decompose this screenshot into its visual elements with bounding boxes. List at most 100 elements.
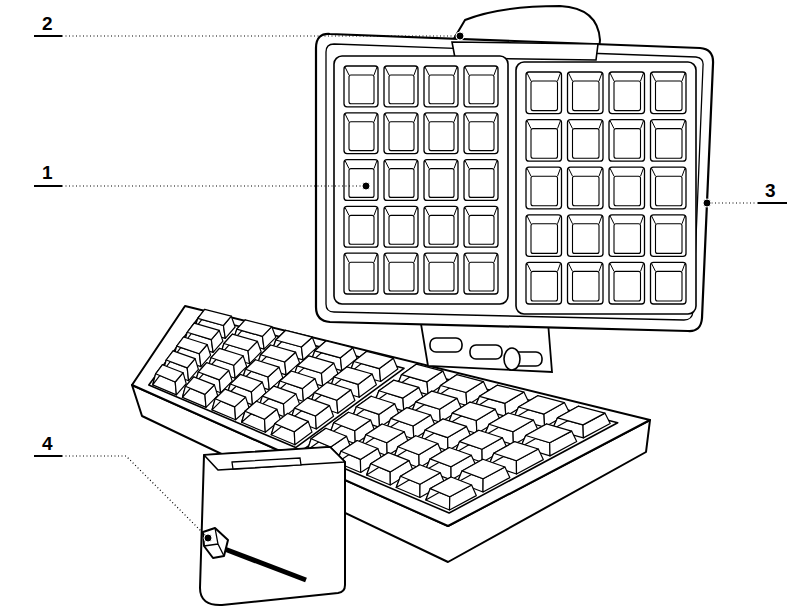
waffle-pocket: [464, 206, 498, 247]
cube-top: [356, 396, 394, 414]
cube-top: [224, 334, 258, 351]
pocket-inner: [531, 81, 558, 111]
pocket-outer: [464, 206, 498, 247]
pocket-outer: [526, 167, 562, 209]
waffle-pocket: [424, 253, 458, 294]
pocket-bevel: [425, 207, 457, 215]
waffle-pocket: [384, 113, 418, 154]
pocket-inner: [573, 129, 600, 159]
pocket-inner: [469, 122, 494, 151]
pocket-bevel: [569, 168, 603, 176]
waffle-pocket: [568, 167, 604, 209]
cube-top: [480, 385, 524, 403]
cube-top: [398, 436, 438, 455]
pocket-outer: [464, 113, 498, 154]
pocket-bevel: [425, 161, 457, 169]
cube-top: [276, 330, 313, 347]
pocket-bevel: [610, 73, 644, 81]
pocket-bevel: [569, 216, 603, 224]
pocket-outer: [568, 262, 604, 304]
cube-top: [237, 320, 272, 337]
pocket-outer: [651, 120, 687, 162]
housing-front: [200, 447, 345, 605]
cube-top: [275, 413, 309, 431]
cube-top: [177, 337, 208, 354]
pocket-inner: [429, 169, 454, 198]
pocket-bevel: [425, 67, 457, 75]
pocket-inner: [531, 176, 558, 206]
control-track: [222, 548, 306, 580]
cube-top: [245, 401, 277, 419]
pocket-outer: [568, 120, 604, 162]
thermostat-housing: [200, 447, 345, 605]
cube-top: [246, 360, 280, 377]
pocket-outer: [651, 262, 687, 304]
pocket-outer: [651, 167, 687, 209]
hinge-cap: [504, 348, 520, 370]
cube-top: [425, 419, 466, 438]
pocket-outer: [609, 120, 645, 162]
leader-line: [707, 202, 758, 203]
cube-top: [334, 367, 372, 385]
waffle-pocket: [344, 160, 378, 201]
waffle-pocket: [384, 66, 418, 107]
pocket-bevel: [610, 168, 644, 176]
pocket-bevel: [527, 263, 561, 271]
pocket-bevel: [385, 207, 417, 215]
control-knob: [203, 528, 228, 558]
pocket-inner: [349, 75, 374, 104]
pocket-bevel: [465, 67, 497, 75]
cube-top: [401, 465, 441, 485]
waffle-cube: [153, 365, 187, 395]
pocket-bevel: [385, 161, 417, 169]
waffle-pocket: [568, 262, 604, 304]
pocket-outer: [651, 215, 687, 257]
pocket-bevel: [652, 263, 686, 271]
waffle-pocket: [384, 253, 418, 294]
waffle-pocket: [526, 215, 562, 257]
cube-top: [185, 377, 214, 395]
callout-underline: [34, 455, 62, 457]
callout-leaders: [34, 32, 787, 542]
pocket-bevel: [527, 121, 561, 129]
waffle-pocket: [464, 253, 498, 294]
pocket-bevel: [465, 254, 497, 262]
pocket-inner: [429, 262, 454, 291]
cube-top: [366, 424, 404, 443]
pocket-bevel: [425, 114, 457, 122]
leader-line: [62, 35, 460, 36]
cube-top: [371, 453, 409, 472]
pocket-bevel: [465, 114, 497, 122]
cube-top: [334, 412, 371, 430]
upper-plate: [334, 56, 508, 304]
housing-slot: [232, 458, 301, 469]
pocket-inner: [389, 262, 414, 291]
pocket-outer: [651, 72, 687, 114]
pocket-inner: [573, 271, 600, 301]
waffle-pocket: [568, 120, 604, 162]
pocket-outer: [344, 66, 378, 107]
pocket-inner: [614, 271, 641, 301]
waffle-pocket: [651, 262, 687, 304]
cube-top: [187, 323, 219, 339]
pocket-outer: [424, 113, 458, 154]
pocket-outer: [609, 167, 645, 209]
pocket-outer: [344, 113, 378, 154]
pocket-bevel: [527, 216, 561, 224]
pocket-outer: [526, 262, 562, 304]
cube-top: [526, 424, 572, 443]
pocket-inner: [389, 122, 414, 151]
waffle-pocket: [424, 66, 458, 107]
pocket-outer: [344, 206, 378, 247]
cube-top: [416, 391, 457, 409]
callout-underline: [34, 185, 62, 187]
waffle-pocket: [651, 120, 687, 162]
pocket-outer: [464, 66, 498, 107]
pocket-bevel: [610, 216, 644, 224]
callout-number: 1: [42, 163, 53, 183]
pocket-outer: [424, 206, 458, 247]
pocket-inner: [469, 169, 494, 198]
lower-plate: [149, 316, 404, 447]
pocket-bevel: [425, 254, 457, 262]
waffle-cube: [271, 413, 312, 444]
